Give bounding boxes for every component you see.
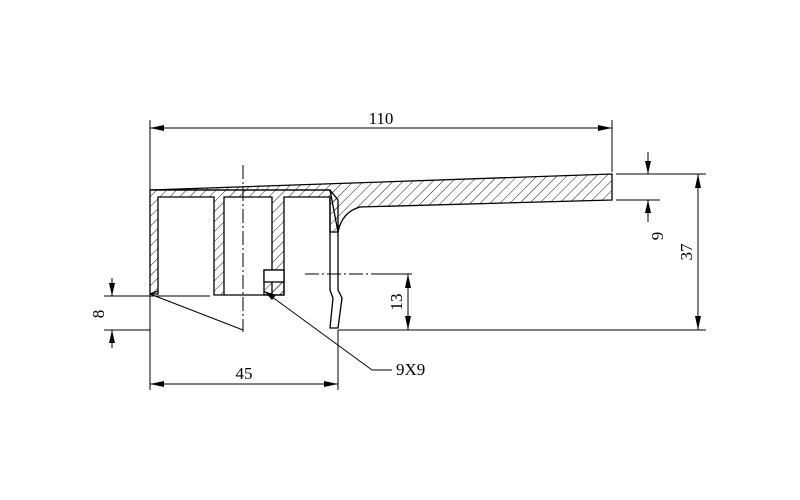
center-lines (242, 165, 382, 332)
dim-tip-thickness: 9 (616, 152, 667, 240)
dim-overall-length: 110 (149, 109, 613, 190)
dim-110-text: 110 (369, 109, 394, 128)
dim-left-offset: 8 (89, 278, 244, 348)
left-wall-foot (149, 290, 159, 295)
dim-45-text: 45 (236, 364, 253, 383)
dim-9x9-text: 9X9 (396, 360, 425, 379)
dim-overall-height: 37 (338, 173, 706, 331)
dim-9-text: 9 (648, 232, 667, 241)
dim-37-text: 37 (677, 243, 696, 261)
profile-section (149, 173, 613, 329)
upper-frame (149, 189, 339, 296)
right-cell-wall (329, 197, 343, 329)
dim-inner-height: 13 (382, 273, 412, 330)
dim-13-text: 13 (387, 294, 406, 311)
dim-8-text: 8 (89, 310, 108, 319)
dim-base-width: 45 (149, 294, 339, 390)
leader-slot-size: 9X9 (263, 290, 425, 379)
slot-inner (263, 269, 285, 283)
